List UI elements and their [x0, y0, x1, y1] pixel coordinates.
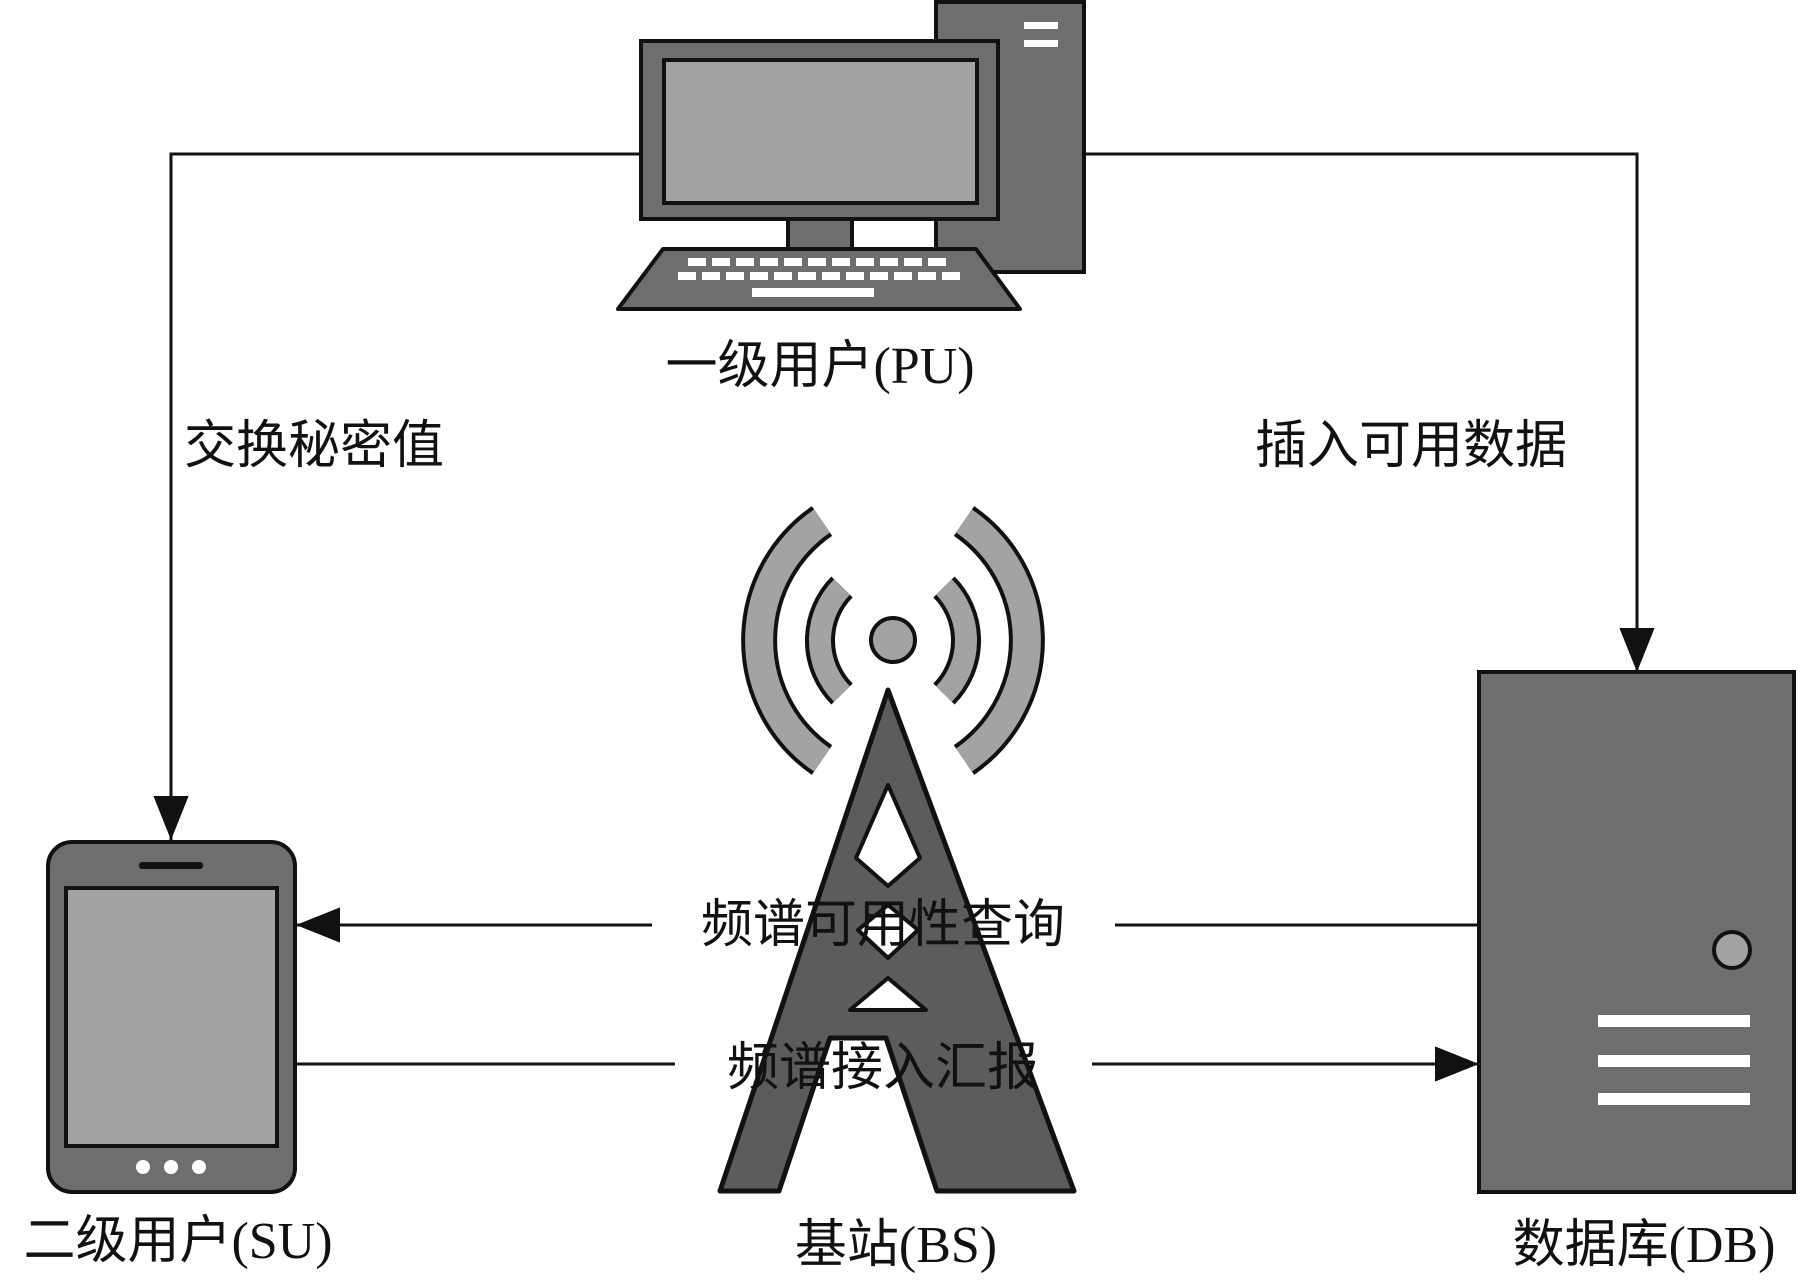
edge-label-pu-su: 交换秘密值: [184, 418, 444, 475]
edge-label-db-su: 频谱可用性查询: [701, 897, 1065, 954]
edge-pu-db: [1085, 152, 1655, 672]
node-label-db: 数据库(DB): [1513, 1217, 1776, 1274]
server-icon: [1477, 670, 1796, 1194]
edge-pu-su: [153, 152, 640, 840]
edge-label-su-db: 频谱接入汇报: [727, 1040, 1039, 1097]
radio-waves-icon: [741, 506, 1045, 775]
node-label-su: 二级用户(SU): [23, 1213, 332, 1270]
desktop-computer-icon: [616, 0, 1086, 311]
smartphone-icon: [46, 840, 297, 1194]
radio-tower-icon: [717, 687, 1077, 1194]
node-label-pu: 一级用户(PU): [665, 338, 974, 395]
edge-label-pu-db: 插入可用数据: [1255, 418, 1567, 475]
node-label-bs: 基站(BS): [795, 1217, 997, 1274]
